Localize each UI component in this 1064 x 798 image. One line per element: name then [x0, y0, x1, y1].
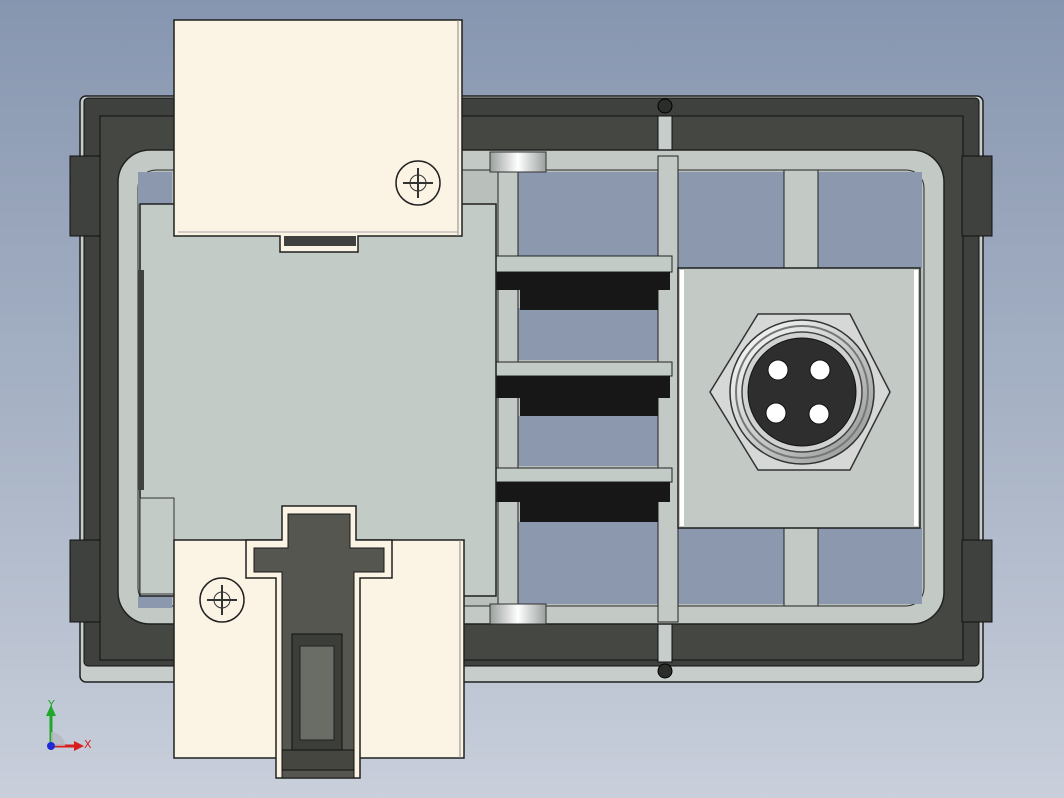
- side-tab-right-bottom: [961, 539, 993, 623]
- terminal-bar: [493, 255, 673, 310]
- din-clip-latch: [245, 505, 393, 779]
- opening: [518, 308, 658, 360]
- connector-pin: [765, 402, 787, 424]
- opening: [818, 528, 922, 604]
- terminal-bar: [493, 467, 673, 522]
- connector-pin: [767, 359, 789, 381]
- side-tab-right-top: [961, 155, 993, 237]
- side-tab-left-bottom: [69, 539, 101, 623]
- coordinate-triad: Y X: [46, 698, 92, 751]
- screw-head-icon: [395, 160, 441, 206]
- opening: [818, 172, 922, 268]
- locating-hole-bottom: [657, 663, 673, 679]
- terminal-bar: [493, 361, 673, 416]
- opening: [518, 172, 658, 256]
- guide-rods: [489, 151, 547, 625]
- top-cover: [173, 19, 463, 253]
- connector-pin: [808, 403, 830, 425]
- screw-head-icon: [199, 577, 245, 623]
- connector-face: [747, 337, 857, 447]
- connector-pin: [809, 359, 831, 381]
- y-axis-label: Y: [47, 698, 55, 711]
- z-axis-dot: [47, 742, 55, 750]
- side-tab-left-top: [69, 155, 101, 237]
- opening: [678, 528, 784, 604]
- opening: [518, 522, 658, 604]
- opening: [678, 172, 784, 268]
- opening: [518, 416, 658, 466]
- terminal-bars: [493, 255, 673, 522]
- x-axis-label: X: [84, 738, 92, 751]
- locating-hole-top: [657, 98, 673, 114]
- circular-connector: [709, 313, 891, 471]
